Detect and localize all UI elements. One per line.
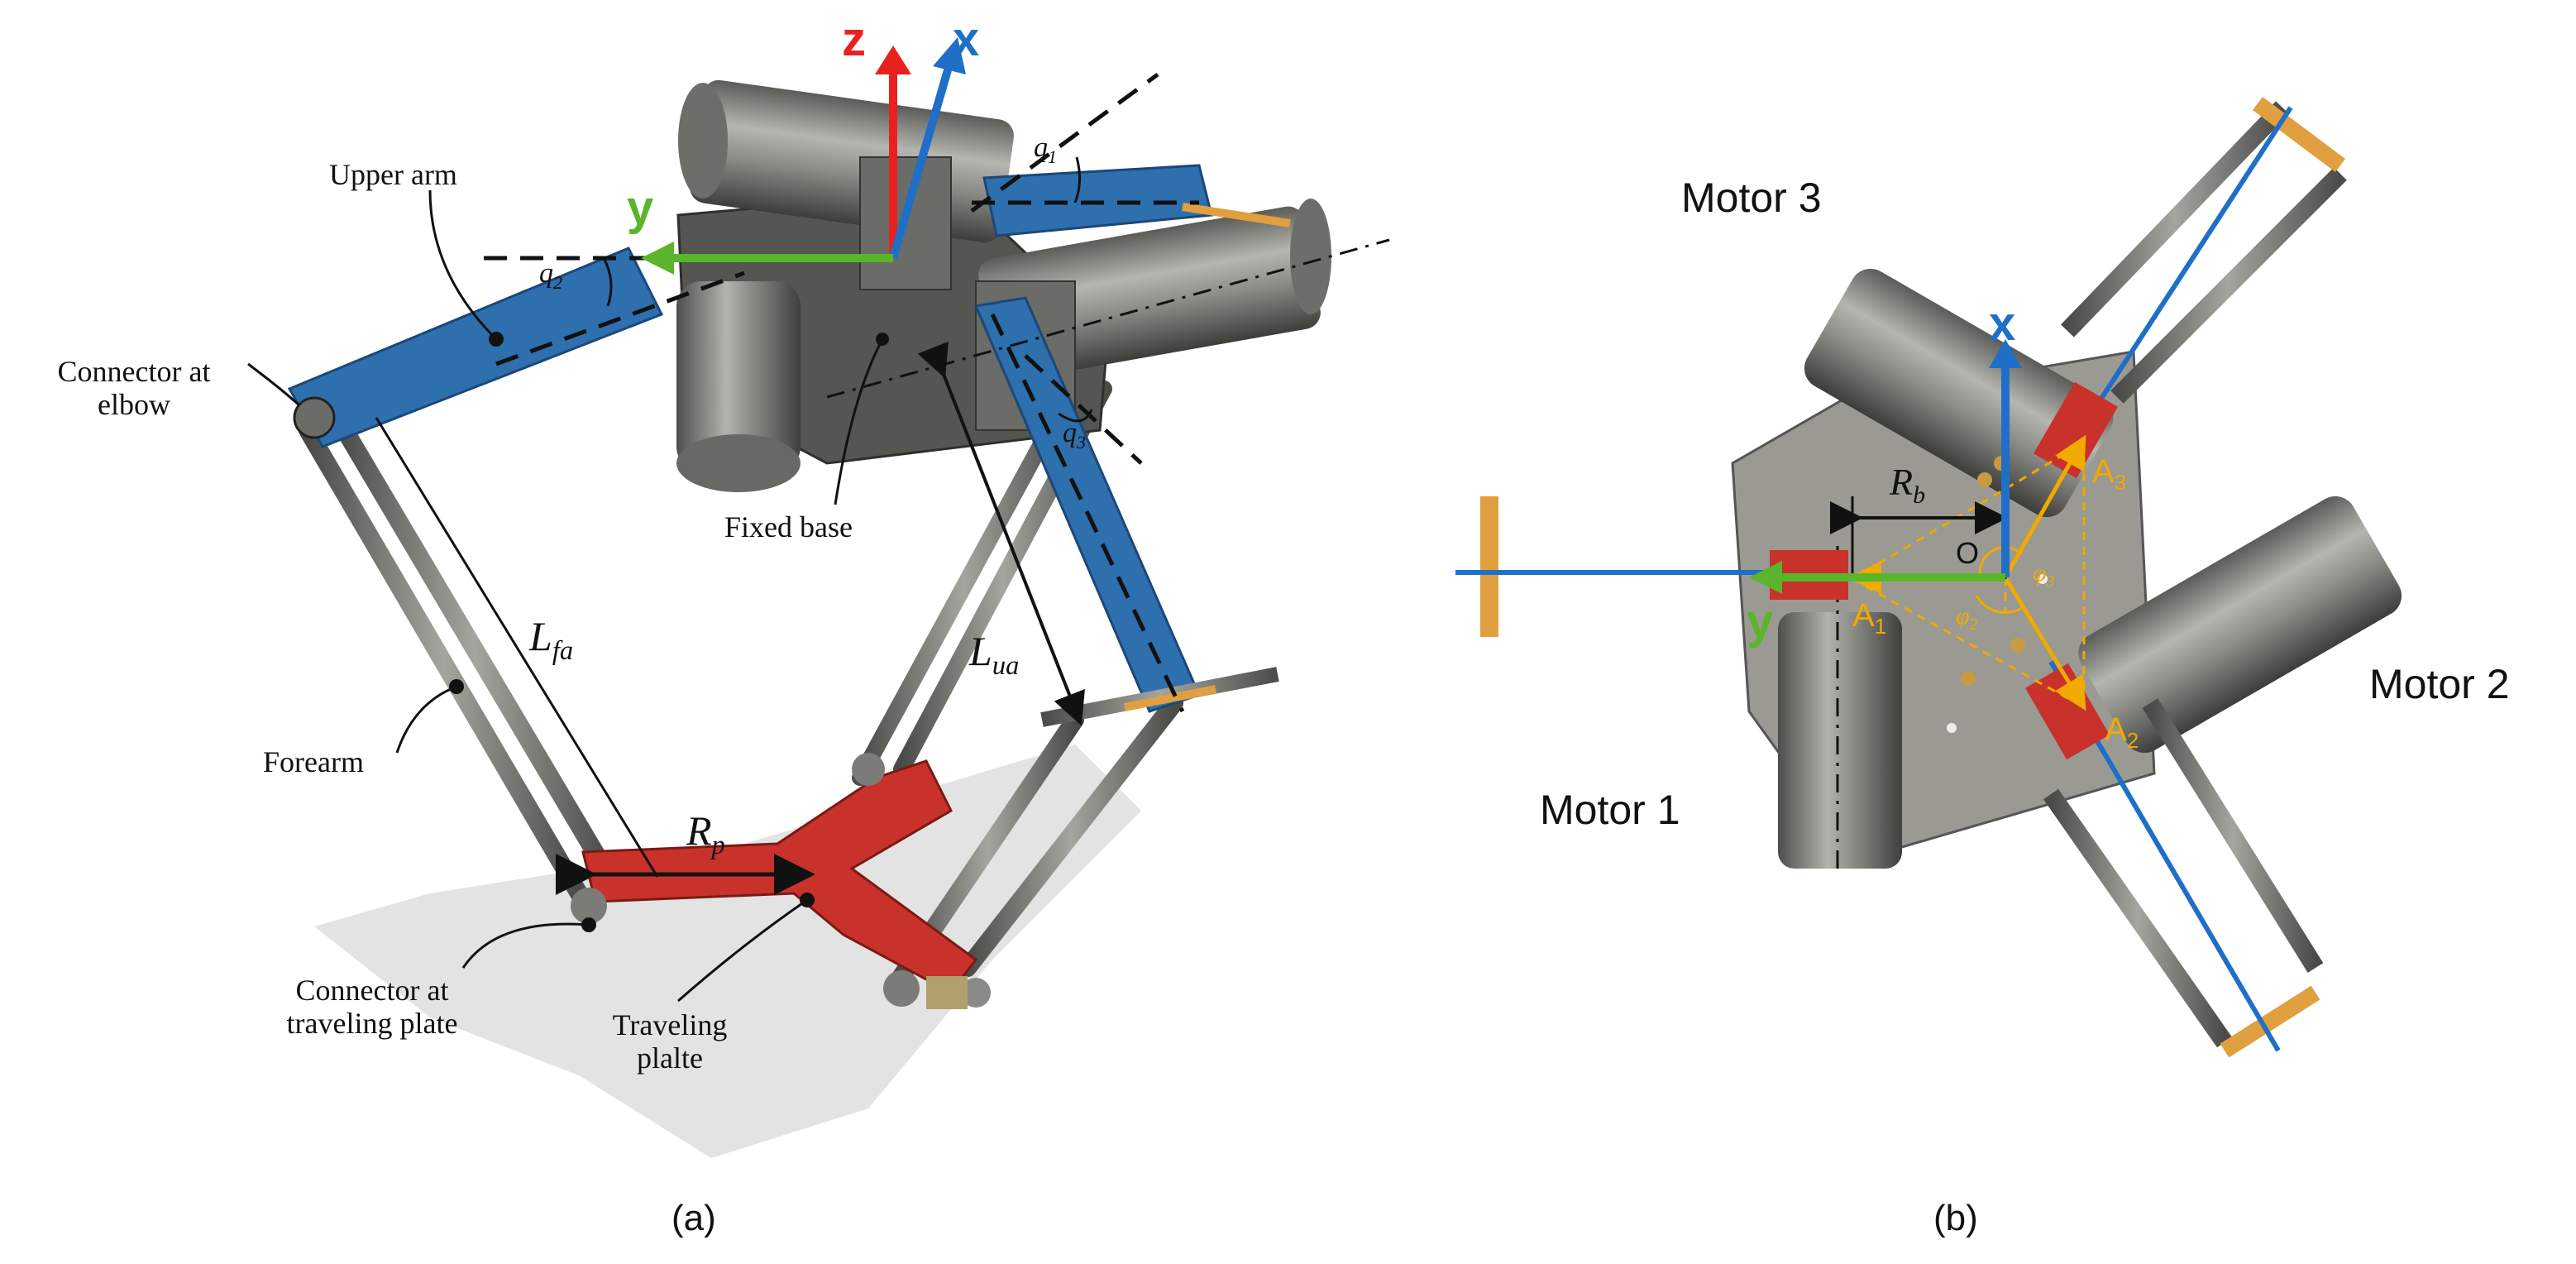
- joint-ball: [883, 970, 920, 1007]
- joint-ball: [571, 888, 607, 924]
- phi2-arc: [1975, 595, 2023, 614]
- symbol-rp: Rp: [686, 807, 725, 860]
- arm2-gold-pin: [2220, 985, 2320, 1058]
- oa2-line: [2003, 576, 2086, 711]
- symbol-phi3: φ3: [2033, 559, 2055, 591]
- arm2-rod: [2142, 698, 2324, 973]
- label-motor-3: Motor 3: [1681, 175, 1822, 221]
- elbow-pin: [1182, 203, 1291, 227]
- q1-dashed-arm: [970, 72, 1159, 213]
- plate-block: [926, 976, 968, 1009]
- arm3-rod: [2061, 101, 2289, 338]
- leader-fixed-base: [834, 338, 884, 505]
- caption-b: (b): [1933, 1198, 1978, 1238]
- oa3-line: [2003, 434, 2086, 579]
- leader-forearm: [395, 685, 457, 754]
- b-x-axis-label: x: [1989, 297, 2016, 351]
- upper-arm-left: [287, 247, 664, 448]
- arm3-red-bracket: [2034, 381, 2118, 479]
- leader-traveling-plate: [677, 898, 808, 1003]
- motor-3-body: [1804, 268, 2114, 518]
- z-axis-label: z: [842, 12, 866, 66]
- label-motor-2: Motor 2: [2369, 661, 2510, 707]
- symbol-a1: A1: [1852, 597, 1887, 639]
- elbow-pin-gold: [1124, 685, 1216, 711]
- label-forearm: Forearm: [263, 745, 364, 778]
- symbol-q1: q1: [1034, 132, 1058, 167]
- forearm-rod: [328, 409, 621, 890]
- symbol-rb: Rb: [1890, 461, 1926, 510]
- y-axis-label: y: [627, 181, 654, 235]
- z-axis-head: [875, 45, 911, 74]
- arm2-red-bracket: [2025, 663, 2110, 760]
- motor-left: [676, 281, 801, 492]
- symbol-origin: O: [1956, 536, 1980, 570]
- x-axis-arrow: [889, 63, 953, 260]
- caption-a: (a): [671, 1198, 716, 1238]
- motor-1-body: [1778, 612, 1902, 869]
- y-axis-head: [641, 242, 674, 275]
- label-motor-1: Motor 1: [1540, 787, 1680, 833]
- forearm-rod: [299, 421, 588, 903]
- elbow-connector: [293, 396, 336, 439]
- symbol-q2: q2: [539, 258, 563, 293]
- label-upper-arm: Upper arm: [329, 158, 457, 191]
- label-fixed-base: Fixed base: [724, 510, 853, 543]
- motor-2-body: [2078, 496, 2402, 754]
- label-connector-plate: Connector at traveling plate: [286, 974, 458, 1040]
- leader-upper-arm: [428, 189, 498, 341]
- label-traveling-plate: Traveling plalte: [612, 1008, 728, 1075]
- x-axis-head: [933, 37, 966, 74]
- phi3-arc: [1978, 546, 2024, 578]
- panel-a-robot: [247, 37, 1390, 1158]
- arm2-rod: [2043, 788, 2233, 1048]
- label-connector-elbow: Connector at elbow: [57, 355, 211, 421]
- q2-dashed-arm: [495, 271, 745, 366]
- b-x-axis-head: [1989, 339, 2022, 368]
- joint-ball: [852, 753, 885, 786]
- b-y-axis-head: [1749, 561, 1782, 594]
- lua-dimension: [917, 341, 1085, 726]
- q1-arc: [1073, 156, 1081, 203]
- symbol-q3: q3: [1063, 418, 1087, 452]
- b-y-axis-label: y: [1747, 595, 1774, 649]
- forearm-rod: [958, 694, 1183, 977]
- symbol-a2: A2: [2105, 711, 2139, 753]
- leader-elbow: [247, 362, 301, 407]
- lfa-dimension: [375, 417, 659, 878]
- arm1-gold-pin: [1480, 496, 1498, 637]
- joint-ball: [961, 978, 991, 1008]
- symbol-lua: Lua: [969, 628, 1020, 681]
- arm3-rod: [2110, 167, 2347, 404]
- symbol-a3: A3: [2092, 453, 2127, 495]
- x-axis-label: x: [953, 12, 980, 66]
- q2-arc: [602, 257, 613, 307]
- symbol-lfa: Lfa: [529, 613, 574, 666]
- floor-shadow: [314, 745, 1141, 1158]
- arm3-gold-pin: [2253, 97, 2345, 172]
- symbol-phi2: φ2: [1956, 602, 1978, 634]
- leader-connector-plate: [461, 922, 590, 969]
- panel-b-topview: [1455, 97, 2402, 1058]
